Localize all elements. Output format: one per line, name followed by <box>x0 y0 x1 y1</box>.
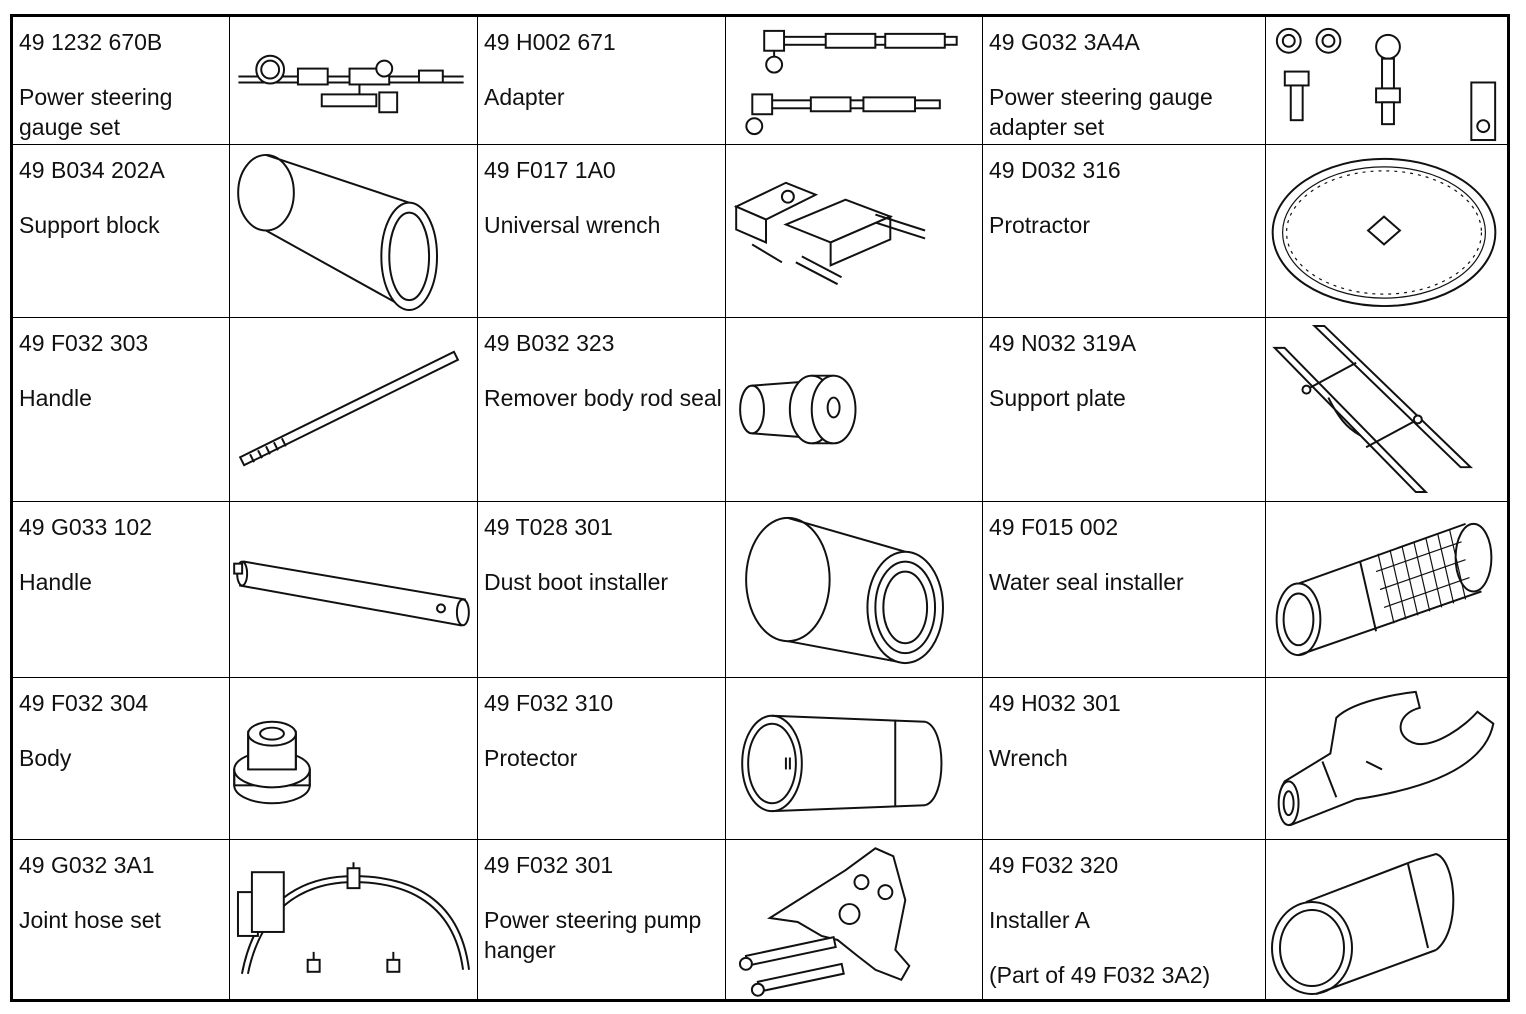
gauge-set-icon <box>230 17 478 145</box>
part-number: 49 B034 202A <box>19 157 165 183</box>
part-number: 49 F032 304 <box>19 690 149 716</box>
part-number: 49 G032 3A4A <box>989 29 1140 55</box>
part-number: 49 D032 316 <box>989 157 1121 183</box>
part-number: 49 B032 323 <box>484 330 615 356</box>
protractor-disc-icon <box>1266 145 1507 318</box>
part-number: 49 H032 301 <box>989 690 1121 716</box>
tool-cell: 49 F032 304 Body <box>13 678 230 840</box>
part-number: 49 F015 002 <box>989 514 1119 540</box>
tool-cell: 49 D032 316 Protractor <box>983 145 1266 318</box>
joint-hose-icon <box>230 840 478 1002</box>
part-number: 49 N032 319A <box>989 330 1137 356</box>
stepped-remover-icon <box>726 318 983 502</box>
universal-wrench-icon <box>726 145 983 318</box>
tool-cell: 49 T028 301 Dust boot installer <box>478 502 726 678</box>
part-number: 49 F032 320 <box>989 852 1119 878</box>
part-number: 49 T028 301 <box>484 514 613 540</box>
fittings-set-icon <box>1266 17 1507 145</box>
tool-name: Joint hose set <box>19 907 161 933</box>
tool-name: Support plate <box>989 385 1126 411</box>
sleeve-installer-icon <box>726 502 983 678</box>
crowfoot-wrench-icon <box>1266 678 1507 840</box>
tool-cell: 49 B032 323 Remover body rod seal <box>478 318 726 502</box>
tool-cell: 49 N032 319A Support plate <box>983 318 1266 502</box>
tool-cell: 49 H002 671 Adapter <box>478 17 726 145</box>
tool-cell: 49 G032 3A1 Joint hose set <box>13 840 230 1002</box>
tool-cell: 49 F032 301 Power steering pump hanger <box>478 840 726 1002</box>
tool-name: Power steering pump hanger <box>484 907 702 963</box>
tool-cell: 49 F032 320 Installer A (Part of 49 F032… <box>983 840 1266 1002</box>
part-number: 49 1232 670B <box>19 29 163 55</box>
tool-cell: 49 F032 303 Handle <box>13 318 230 502</box>
part-number: 49 F032 301 <box>484 852 614 878</box>
tool-name: Protector <box>484 745 578 771</box>
tool-name: Remover body rod seal <box>484 385 722 411</box>
tool-name: Adapter <box>484 84 565 110</box>
tool-name: Power steering gauge set <box>19 84 173 140</box>
tool-cell: 49 F017 1A0 Universal wrench <box>478 145 726 318</box>
tool-name: Protractor <box>989 212 1090 238</box>
tool-name: Handle <box>19 385 92 411</box>
part-number: 49 F032 310 <box>484 690 614 716</box>
tool-cell: 49 B034 202A Support block <box>13 145 230 318</box>
tool-cell: 49 H032 301 Wrench <box>983 678 1266 840</box>
tool-cell: 49 F015 002 Water seal installer <box>983 502 1266 678</box>
tool-cell: 49 G033 102 Handle <box>13 502 230 678</box>
tool-cell: 49 1232 670B Power steering gauge set <box>13 17 230 145</box>
protector-sleeve-icon <box>726 678 983 840</box>
tool-name: Dust boot installer <box>484 569 669 595</box>
special-tools-table: 49 1232 670B Power steering gauge set 49… <box>10 14 1510 1002</box>
pump-hanger-icon <box>726 840 983 1002</box>
handle-bar-icon <box>230 502 478 678</box>
tool-name: Power steering gauge adapter set <box>989 84 1213 140</box>
tool-name: Handle <box>19 569 92 595</box>
knurled-installer-icon <box>1266 502 1507 678</box>
tool-cell: 49 F032 310 Protector <box>478 678 726 840</box>
support-plate-icon <box>1266 318 1507 502</box>
cylinder-block-icon <box>230 145 478 318</box>
part-number: 49 G032 3A1 <box>19 852 155 878</box>
tool-name: Water seal installer <box>989 569 1184 595</box>
hose-adapter-icon <box>726 17 983 145</box>
tool-cell: 49 G032 3A4A Power steering gauge adapte… <box>983 17 1266 145</box>
part-number: 49 H002 671 <box>484 29 616 55</box>
body-plug-icon <box>230 678 478 840</box>
part-number: 49 F032 303 <box>19 330 149 356</box>
tool-name: Wrench <box>989 745 1068 771</box>
tool-note: (Part of 49 F032 3A2) <box>989 962 1211 988</box>
tool-name: Support block <box>19 212 160 238</box>
tool-name: Universal wrench <box>484 212 661 238</box>
threaded-rod-icon <box>230 318 478 502</box>
part-number: 49 G033 102 <box>19 514 153 540</box>
part-number: 49 F017 1A0 <box>484 157 616 183</box>
installer-cup-icon <box>1266 840 1507 1002</box>
tool-name: Installer A <box>989 907 1090 933</box>
tool-name: Body <box>19 745 72 771</box>
